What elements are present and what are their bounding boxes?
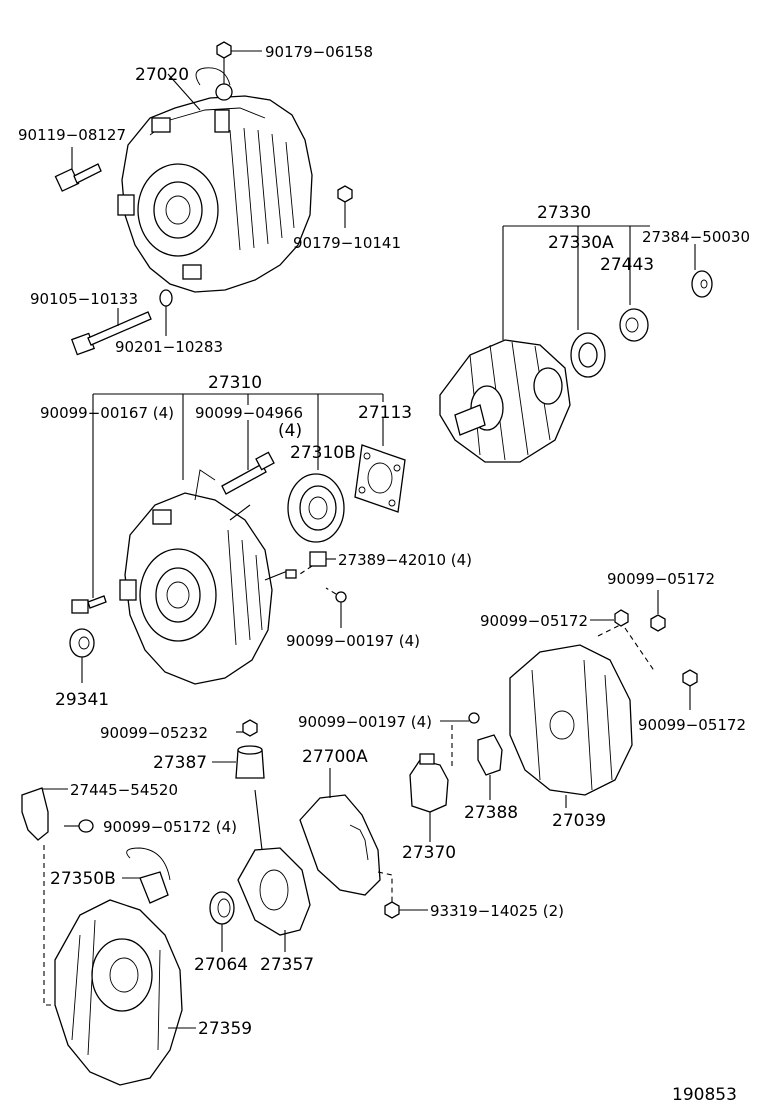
cover-27443-part	[619, 308, 649, 342]
label-27020: 27020	[135, 65, 189, 85]
bracket-27445-54520-part	[21, 787, 68, 1006]
label-27310: 27310	[208, 373, 262, 393]
bracket-27310-leader	[92, 393, 384, 480]
bearing-27330a-part	[570, 332, 606, 378]
label-27113: 27113	[358, 403, 412, 423]
screw-90099-00197-part	[325, 587, 347, 628]
diagram-id: 190853	[672, 1085, 737, 1105]
rotor-27330-part	[439, 225, 650, 463]
screw-90099-00197-b-part	[440, 712, 480, 770]
label-27350b: 27350B	[50, 869, 116, 889]
bolt-90105-10133-part	[70, 308, 152, 356]
nut-90099-05172-c-part	[682, 669, 698, 710]
label-27445-54520: 27445−54520	[70, 781, 178, 799]
label-90099-05232: 90099−05232	[100, 724, 208, 742]
label-90099-00197-b: 90099−00197 (4)	[298, 713, 432, 731]
label-90099-05172-d: 90099−05172 (4)	[103, 818, 237, 836]
rear-cover-27039-part	[509, 644, 633, 808]
nut-90099-05172-b-part	[590, 609, 629, 627]
label-27388: 27388	[464, 803, 518, 823]
label-90119-08127: 90119−08127	[18, 126, 126, 144]
nut-90179-06158-part	[216, 41, 262, 59]
label-90099-05172-c: 90099−05172	[638, 716, 746, 734]
label-90099-00197-a: 90099−00197 (4)	[286, 632, 420, 650]
label-27359: 27359	[198, 1019, 252, 1039]
rectifier-holder-27357-part	[237, 789, 311, 952]
washer-27064-part	[209, 891, 235, 952]
label-27310b: 27310B	[290, 443, 356, 463]
label-27443: 27443	[600, 255, 654, 275]
label-29341: 29341	[55, 690, 109, 710]
nut-90099-05232-part	[236, 719, 258, 737]
bolt-90119-08127-part	[54, 147, 102, 192]
nut-90099-05172-d-part	[64, 819, 94, 833]
label-90105-10133: 90105−10133	[30, 290, 138, 308]
drive-end-frame-27310-part	[119, 469, 291, 685]
nut-dash-guide	[597, 624, 656, 673]
label-93319-14025: 93319−14025 (2)	[430, 902, 564, 920]
label-90201-10283: 90201−10283	[115, 338, 223, 356]
stud-bolt-90099-04966-part	[221, 420, 275, 495]
label-27387: 27387	[153, 753, 207, 773]
label-27357: 27357	[260, 955, 314, 975]
rectifier-27700a-part	[299, 768, 393, 905]
label-27700a: 27700A	[302, 747, 368, 767]
insulator-27350b-part	[122, 847, 171, 904]
label-90099-00167: 90099−00167 (4)	[40, 404, 174, 422]
seal-29341-part	[69, 628, 95, 683]
label-27384-50030: 27384−50030	[642, 228, 750, 246]
label-27389-42010: 27389−42010 (4)	[338, 551, 472, 569]
label-90179-10141: 90179−10141	[293, 234, 401, 252]
bolt-90099-00167-part	[71, 400, 107, 614]
label-90099-05172-b: 90099−05172	[480, 612, 588, 630]
nut-90099-05172-a-part	[650, 590, 666, 632]
label-27039: 27039	[552, 811, 606, 831]
washer-90201-10283-part	[159, 289, 173, 336]
regulator-27388-part	[477, 734, 503, 800]
label-27064: 27064	[194, 955, 248, 975]
label-90099-05172-a: 90099−05172	[607, 570, 715, 588]
label-27370: 27370	[402, 843, 456, 863]
washer-27384-50030-part	[691, 244, 713, 298]
nut-93319-14025-part	[384, 901, 428, 919]
label-27330a: 27330A	[548, 233, 614, 253]
brush-holder-27370-part	[409, 753, 449, 842]
insulator-27389-42010-part	[285, 551, 336, 579]
rear-frame-27359-part	[54, 899, 196, 1086]
plate-27113-part	[354, 418, 406, 513]
nut-90179-10141-part	[337, 185, 353, 228]
label-90099-04966: 90099−04966	[195, 404, 303, 422]
label-27330: 27330	[537, 203, 591, 223]
bearing-27310b-part	[287, 473, 345, 543]
label-90099-04966-qty: (4)	[278, 421, 302, 441]
label-90179-06158: 90179−06158	[265, 43, 373, 61]
drive-end-frame-27020-part	[117, 58, 313, 293]
cap-27387-part	[212, 745, 265, 779]
